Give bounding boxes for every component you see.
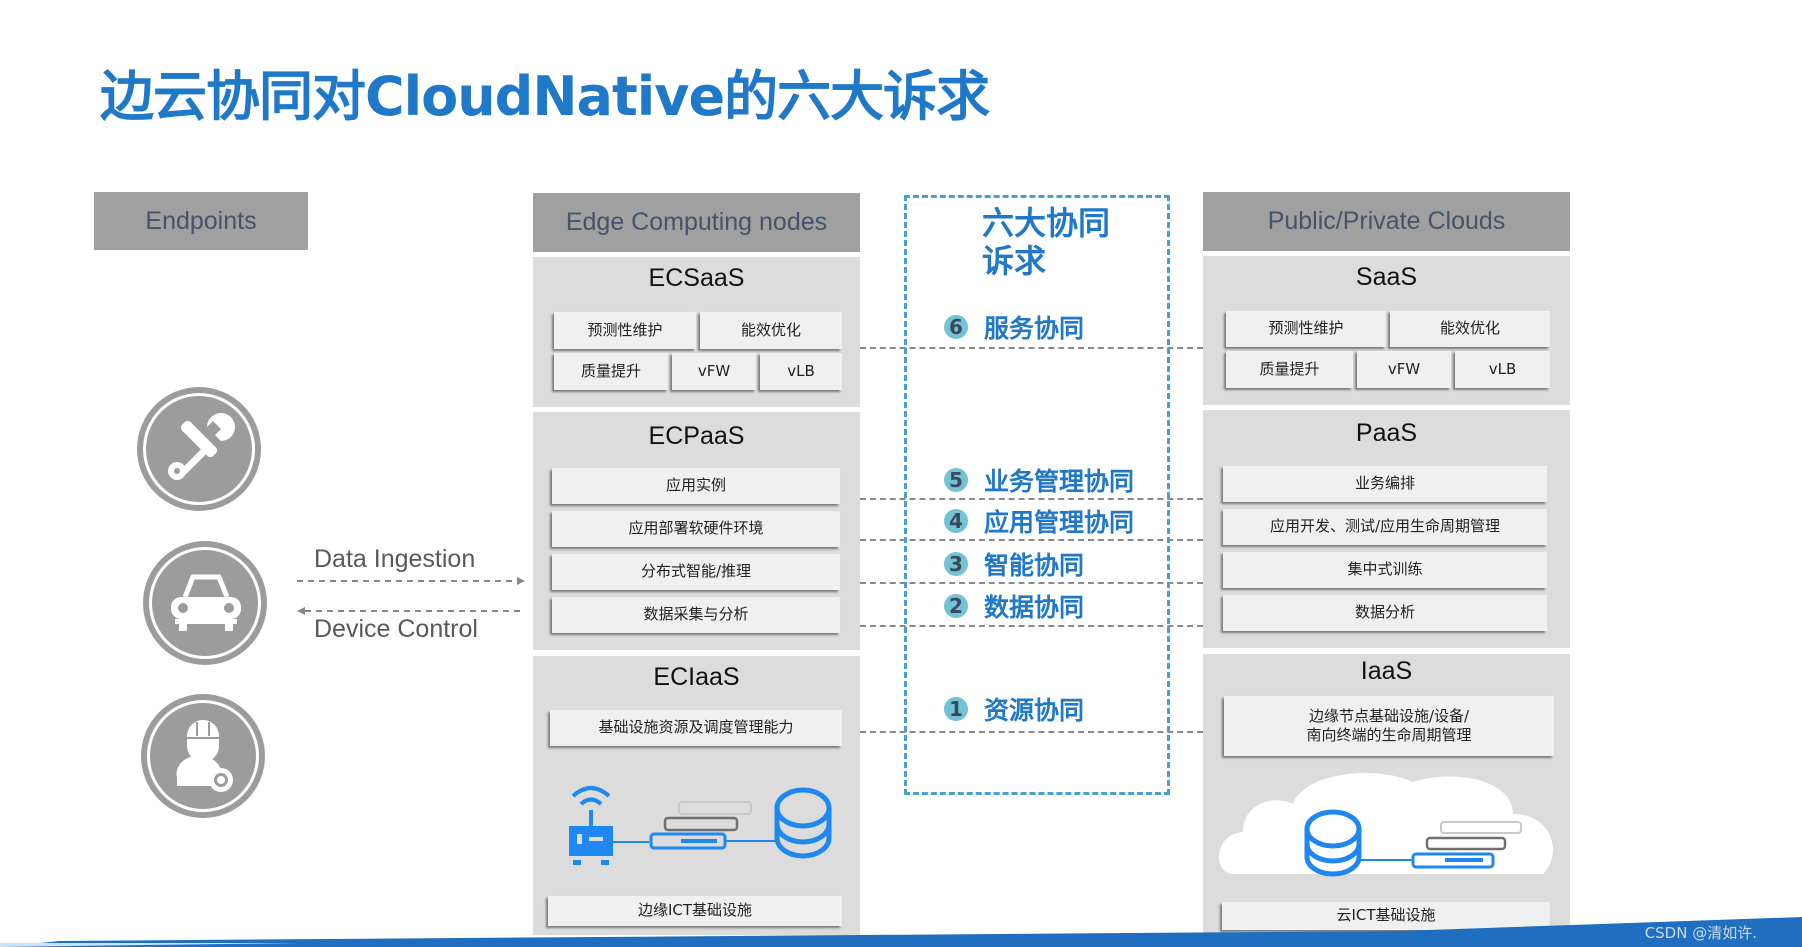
service-cell: 应用开发、测试/应用生命周期管理 [1223,509,1547,545]
number-badge: 5 [944,468,968,492]
car-icon [143,541,267,665]
watermark: CSDN @清如许. [1644,924,1757,942]
collaboration-heading-line1: 六大协同 [982,204,1111,242]
service-cell: 分布式智能/推理 [552,554,840,590]
collaboration-heading-line2: 诉求 [982,242,1047,280]
number-badge: 2 [944,594,968,618]
service-cell: 质量提升 [554,353,668,390]
router-icon [774,787,832,859]
service-cell: 能效优化 [1390,311,1550,347]
wifi-router-icon [569,786,613,865]
tools-icon [137,387,261,511]
router-icon [1304,809,1362,877]
service-cell: 边缘节点基础设施/设备/ 南向终端的生命周期管理 [1224,696,1554,756]
collab-label: 服务协同 [984,314,1085,343]
server-stack-icon [649,801,752,850]
collab-item-service: 6 服务协同 [944,309,1084,345]
service-cell: vFW [672,353,756,390]
connector-app-mgmt [860,539,1203,541]
ecpaas-panel: ECPaaS 应用实例 应用部署软硬件环境 分布式智能/推理 数据采集与分析 [533,412,860,650]
edge-network-illustration [569,786,832,865]
endpoints-header: Endpoints [94,192,308,250]
collab-label: 数据协同 [984,593,1085,622]
collab-item-app-mgmt: 4 应用管理协同 [944,503,1134,539]
collab-item-data: 2 数据协同 [944,588,1084,624]
connector-service [860,347,1203,349]
connector-data [860,625,1203,627]
collaboration-box [904,195,1170,795]
service-cell: 应用实例 [552,468,840,504]
arrow-left-icon [297,607,305,615]
page-title: 边云协同对CloudNative的六大诉求 [100,65,990,128]
service-cell-line1: 边缘节点基础设施/设备/ [1308,706,1470,725]
service-cell: vLB [1455,351,1550,388]
device-control-label: Device Control [314,615,478,643]
cloud-icon [1219,773,1553,874]
connector-resource [860,731,1203,733]
service-cell: 云ICT基础设施 [1222,902,1550,930]
eciaas-title: ECIaaS [653,663,740,691]
arrow-right-icon [517,577,525,585]
service-cell: 边缘ICT基础设施 [548,896,842,926]
worker-icon [141,694,265,818]
service-cell: vFW [1357,351,1451,388]
edge-header: Edge Computing nodes [533,193,860,252]
cloud-illustration [1219,773,1553,877]
flow-arrows [297,577,525,615]
collab-label: 业务管理协同 [984,467,1135,496]
collab-label: 应用管理协同 [984,508,1135,537]
footer-band [0,917,1802,947]
data-ingestion-label: Data Ingestion [314,545,476,573]
number-badge: 3 [944,552,968,576]
collab-item-business-mgmt: 5 业务管理协同 [944,462,1134,498]
service-cell: 质量提升 [1226,351,1353,388]
cloud-header: Public/Private Clouds [1203,192,1570,251]
service-cell: vLB [760,353,842,390]
service-cell: 数据分析 [1223,595,1547,631]
number-badge: 1 [944,697,968,721]
collaboration-heading: 六大协同 诉求 [982,204,1110,280]
service-cell: 应用部署软硬件环境 [552,511,840,547]
saas-title: SaaS [1355,263,1418,291]
ecsaas-panel: ECSaaS 预测性维护 能效优化 质量提升 vFW vLB [533,257,860,407]
collab-label: 智能协同 [984,551,1085,580]
paas-panel: PaaS 业务编排 应用开发、测试/应用生命周期管理 集中式训练 数据分析 [1203,410,1570,648]
connector-business-mgmt [860,498,1203,500]
collab-label: 资源协同 [984,696,1085,725]
collab-item-intelligence: 3 智能协同 [944,546,1084,582]
paas-title: PaaS [1355,419,1418,447]
service-cell: 预测性维护 [554,312,696,349]
ecsaas-title: ECSaaS [648,264,745,292]
service-cell: 数据采集与分析 [552,597,840,633]
saas-panel: SaaS 预测性维护 能效优化 质量提升 vFW vLB [1203,256,1570,405]
service-cell: 业务编排 [1223,466,1547,502]
iaas-panel: IaaS 边缘节点基础设施/设备/ 南向终端的生命周期管理 云ICT基础设施 [1203,654,1570,935]
service-cell: 基础设施资源及调度管理能力 [550,710,842,746]
service-cell: 能效优化 [700,312,842,349]
number-badge: 4 [944,509,968,533]
eciaas-panel: ECIaaS 基础设施资源及调度管理能力 边缘ICT基础设施 [533,656,860,935]
ecpaas-title: ECPaaS [648,422,745,450]
service-cell: 集中式训练 [1223,552,1547,588]
number-badge: 6 [944,315,968,339]
connector-intelligence [860,582,1203,584]
collab-item-resource: 1 资源协同 [944,691,1084,727]
service-cell: 预测性维护 [1226,311,1386,347]
service-cell-line2: 南向终端的生命周期管理 [1306,726,1472,744]
server-stack-icon [1411,821,1522,869]
iaas-title: IaaS [1360,657,1413,685]
